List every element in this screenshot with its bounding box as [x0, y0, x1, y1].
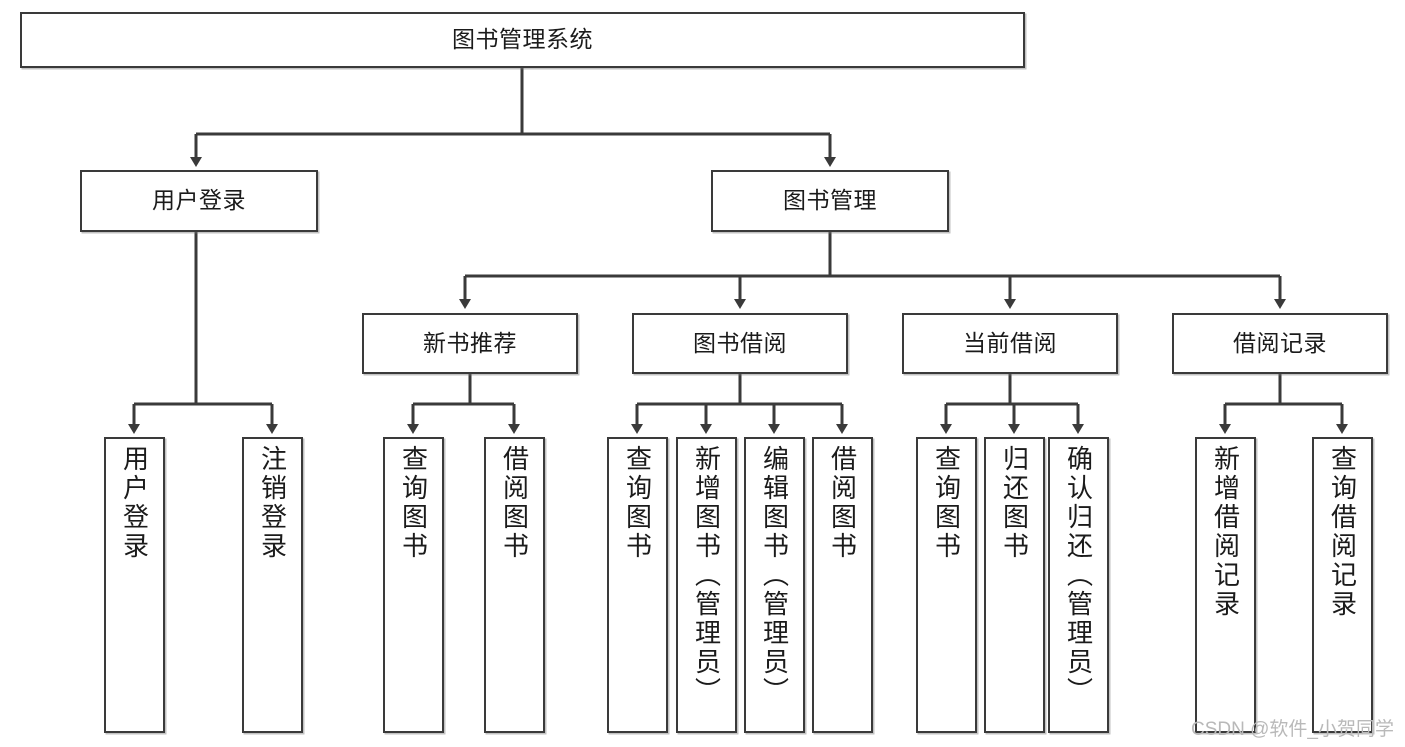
- node-book-borrow[interactable]: 图书借阅: [632, 313, 848, 374]
- node-user-login[interactable]: 用户登录: [80, 170, 318, 232]
- node-book-management[interactable]: 图书管理: [711, 170, 949, 232]
- node-return-book[interactable]: 归还图书: [984, 437, 1045, 733]
- node-borrow-record[interactable]: 借阅记录: [1172, 313, 1388, 374]
- node-label: 借阅记录: [1233, 329, 1327, 356]
- node-current-borrow[interactable]: 当前借阅: [902, 313, 1118, 374]
- node-query-borrow-record[interactable]: 查询借阅记录: [1312, 437, 1373, 733]
- node-label: 确认归还（管理员）: [1063, 445, 1094, 706]
- node-label: 图书管理: [783, 187, 877, 214]
- node-label: 查询图书: [622, 445, 653, 561]
- node-label: 图书借阅: [693, 329, 787, 356]
- node-confirm-return-admin[interactable]: 确认归还（管理员）: [1048, 437, 1109, 733]
- node-label: 借阅图书: [499, 445, 530, 561]
- node-label: 用户登录: [119, 445, 150, 561]
- node-add-book-admin[interactable]: 新增图书（管理员）: [676, 437, 737, 733]
- node-borrow-book-1[interactable]: 借阅图书: [484, 437, 545, 733]
- node-borrow-book-2[interactable]: 借阅图书: [812, 437, 873, 733]
- node-edit-book-admin[interactable]: 编辑图书（管理员）: [744, 437, 805, 733]
- node-user-login-leaf[interactable]: 用户登录: [104, 437, 165, 733]
- node-label: 注销登录: [257, 445, 288, 561]
- node-label: 用户登录: [152, 187, 246, 214]
- node-root-book-management-system[interactable]: 图书管理系统: [20, 12, 1025, 68]
- node-new-book-recommend[interactable]: 新书推荐: [362, 313, 578, 374]
- node-label: 新增图书（管理员）: [691, 445, 722, 706]
- node-query-book-2[interactable]: 查询图书: [607, 437, 668, 733]
- node-label: 新书推荐: [423, 329, 517, 356]
- node-label: 查询借阅记录: [1327, 445, 1358, 619]
- node-label: 借阅图书: [827, 445, 858, 561]
- node-label: 新增借阅记录: [1210, 445, 1241, 619]
- csdn-watermark: CSDN @软件_小贺同学: [1191, 719, 1394, 740]
- node-label: 编辑图书（管理员）: [759, 445, 790, 706]
- node-label: 查询图书: [931, 445, 962, 561]
- node-add-borrow-record[interactable]: 新增借阅记录: [1195, 437, 1256, 733]
- node-user-logout-leaf[interactable]: 注销登录: [242, 437, 303, 733]
- node-label: 归还图书: [999, 445, 1030, 561]
- node-label: 查询图书: [398, 445, 429, 561]
- node-query-book-3[interactable]: 查询图书: [916, 437, 977, 733]
- node-label: 图书管理系统: [452, 26, 593, 53]
- node-label: 当前借阅: [963, 329, 1057, 356]
- node-query-book-1[interactable]: 查询图书: [383, 437, 444, 733]
